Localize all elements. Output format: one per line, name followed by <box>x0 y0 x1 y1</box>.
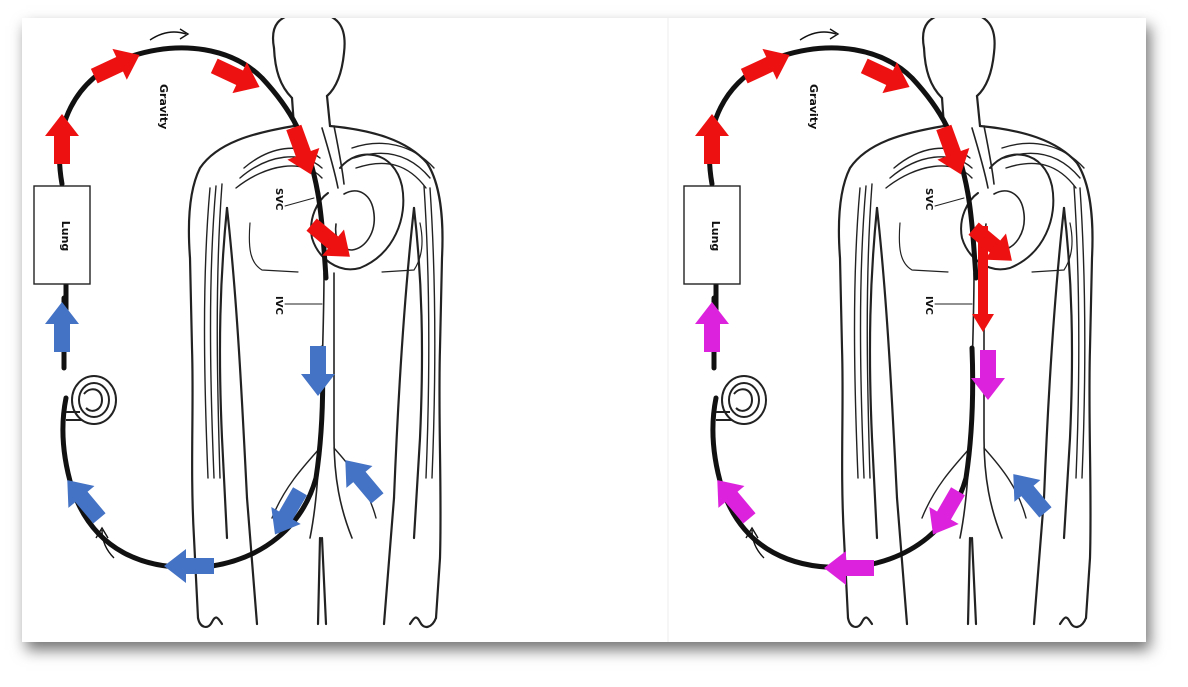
right-panel: Lung Gravity SVC IVC <box>683 18 1094 629</box>
arterial-arrow <box>927 121 977 181</box>
gravity-label-left: Gravity <box>157 84 170 129</box>
svc-label-left: SVC <box>273 188 284 210</box>
return-arrows-right <box>695 302 1005 585</box>
arterial-arrow <box>277 121 327 181</box>
svc-label-right: SVC <box>923 188 934 210</box>
body-outline-right <box>837 18 1094 629</box>
rotation-arrow-top-left <box>149 28 189 41</box>
arterial-arrows-left <box>45 39 361 270</box>
diagram-frame: Lung Gravity SVC IVC <box>22 18 1146 642</box>
arterial-arrow <box>87 39 147 92</box>
arterial-arrow <box>45 114 79 164</box>
ivc-label-left: IVC <box>273 296 284 315</box>
arterial-arrow-ivc-right <box>972 226 994 332</box>
return-arrow <box>54 469 113 530</box>
oxygenator-box-left <box>33 185 91 285</box>
return-arrow <box>704 469 763 530</box>
return-arrow <box>971 350 1005 400</box>
return-arrow <box>164 549 214 583</box>
gravity-label-right: Gravity <box>807 84 820 129</box>
arterial-arrow <box>695 114 729 164</box>
return-arrow <box>301 346 335 396</box>
diagram-canvas: Lung Gravity SVC IVC <box>33 18 1094 642</box>
body-outline-left <box>187 18 444 629</box>
lung-label-right: Lung <box>709 221 722 252</box>
oxygenator-box-right <box>683 185 741 285</box>
return-arrow <box>45 302 79 352</box>
rotation-arrow-top-right <box>799 28 839 41</box>
return-arrow <box>695 302 729 352</box>
ivc-label-right: IVC <box>923 296 934 315</box>
pump-left <box>65 375 117 425</box>
arterial-arrow <box>300 211 361 270</box>
pump-right <box>715 375 767 425</box>
return-arrow <box>824 551 874 585</box>
left-panel: Lung Gravity SVC IVC <box>33 18 444 629</box>
lung-label-left: Lung <box>59 221 72 252</box>
return-arrow <box>1000 463 1059 524</box>
lower-return-arrows-right <box>1000 463 1059 524</box>
return-arrow <box>260 482 315 544</box>
arterial-arrow <box>737 39 797 92</box>
